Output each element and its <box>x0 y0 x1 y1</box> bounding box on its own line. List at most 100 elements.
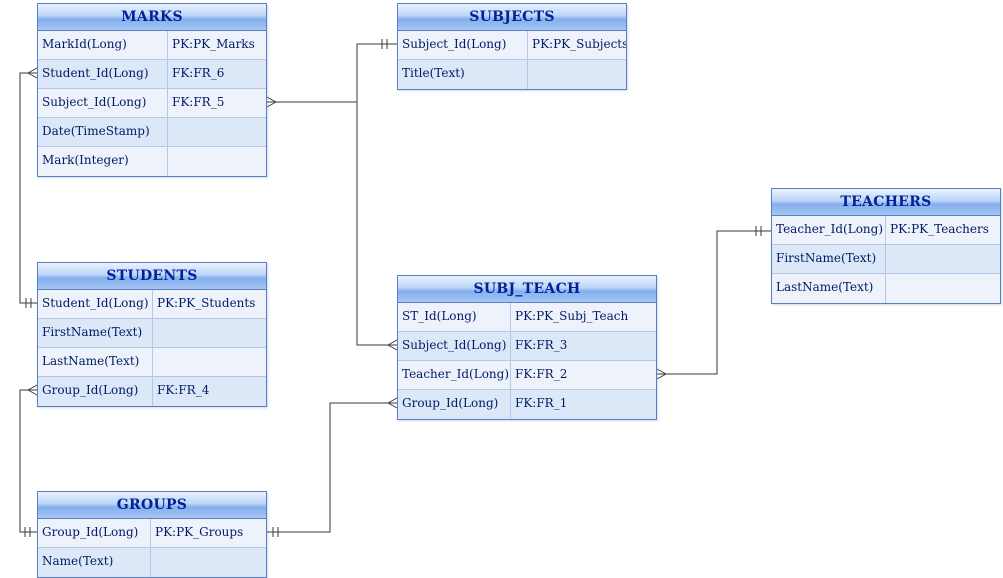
column-name: FirstName(Text) <box>772 245 886 273</box>
entity-subjects-columns: Subject_Id(Long) PK:PK_Subjects Title(Te… <box>398 31 626 89</box>
column-key <box>153 319 266 347</box>
table-row[interactable]: Subject_Id(Long) FK:FR_5 <box>38 89 266 118</box>
column-key <box>528 60 626 89</box>
column-key: PK:PK_Subjects <box>532 37 626 51</box>
many-marker-icon <box>27 384 38 396</box>
relationship-line <box>19 389 37 533</box>
one-marker-icon <box>272 527 279 537</box>
many-marker-icon <box>266 96 277 108</box>
column-key: PK:PK_Marks <box>172 37 255 51</box>
column-key: FK:FR_6 <box>172 66 225 80</box>
entity-groups-title[interactable]: GROUPS <box>38 492 266 519</box>
column-key: FK:FR_4 <box>157 383 210 397</box>
one-marker-icon <box>755 226 762 236</box>
column-name: Student_Id(Long) <box>38 290 153 318</box>
relationship-subjects-marks-subjteach[interactable] <box>266 39 398 351</box>
entity-subj-teach-columns: ST_Id(Long) PK:PK_Subj_Teach Subject_Id(… <box>398 303 656 419</box>
entity-subj-teach[interactable]: SUBJ_TEACH ST_Id(Long) PK:PK_Subj_Teach … <box>397 275 657 420</box>
entity-subj-teach-title[interactable]: SUBJ_TEACH <box>398 276 656 303</box>
relationship-groups-subjteach[interactable] <box>267 397 398 537</box>
many-marker-icon <box>387 397 398 409</box>
entity-students[interactable]: STUDENTS Student_Id(Long) PK:PK_Students… <box>37 262 267 407</box>
column-key: PK:PK_Groups <box>155 525 244 539</box>
entity-teachers-title[interactable]: TEACHERS <box>772 189 1000 216</box>
column-key <box>153 348 266 376</box>
relationship-groups-students[interactable] <box>19 384 38 537</box>
column-name: ST_Id(Long) <box>398 303 511 331</box>
column-name: Subject_Id(Long) <box>398 332 511 360</box>
table-row[interactable]: Group_Id(Long) FK:FR_4 <box>38 377 266 406</box>
column-name: Teacher_Id(Long) <box>772 216 886 244</box>
column-key: FK:FR_5 <box>172 95 225 109</box>
many-marker-icon <box>387 339 398 351</box>
entity-groups-columns: Group_Id(Long) PK:PK_Groups Name(Text) <box>38 519 266 577</box>
table-row[interactable]: Student_Id(Long) PK:PK_Students <box>38 290 266 319</box>
table-row[interactable]: LastName(Text) <box>772 274 1000 303</box>
column-name: Subject_Id(Long) <box>38 89 168 117</box>
entity-subjects[interactable]: SUBJECTS Subject_Id(Long) PK:PK_Subjects… <box>397 3 627 90</box>
table-row[interactable]: Teacher_Id(Long) PK:PK_Teachers <box>772 216 1000 245</box>
table-row[interactable]: FirstName(Text) <box>38 319 266 348</box>
table-row[interactable]: FirstName(Text) <box>772 245 1000 274</box>
entity-marks[interactable]: MARKS MarkId(Long) PK:PK_Marks Student_I… <box>37 3 267 177</box>
table-row[interactable]: Student_Id(Long) FK:FR_6 <box>38 60 266 89</box>
column-name: Group_Id(Long) <box>38 377 153 406</box>
entity-students-title[interactable]: STUDENTS <box>38 263 266 290</box>
column-key: FK:FR_1 <box>515 396 568 410</box>
relationship-line <box>657 230 771 375</box>
table-row[interactable]: Subject_Id(Long) PK:PK_Subjects <box>398 31 626 60</box>
column-name: Group_Id(Long) <box>398 390 511 419</box>
table-row[interactable]: Subject_Id(Long) FK:FR_3 <box>398 332 656 361</box>
entity-teachers[interactable]: TEACHERS Teacher_Id(Long) PK:PK_Teachers… <box>771 188 1001 304</box>
column-key <box>151 548 266 577</box>
column-key: PK:PK_Students <box>157 296 256 310</box>
column-name: Group_Id(Long) <box>38 519 151 547</box>
column-key <box>886 274 1000 303</box>
column-name: Name(Text) <box>38 548 151 577</box>
column-name: Title(Text) <box>398 60 528 89</box>
relationship-line <box>356 43 397 346</box>
entity-teachers-columns: Teacher_Id(Long) PK:PK_Teachers FirstNam… <box>772 216 1000 303</box>
one-marker-icon <box>381 39 388 49</box>
table-row[interactable]: Group_Id(Long) PK:PK_Groups <box>38 519 266 548</box>
entity-subjects-title[interactable]: SUBJECTS <box>398 4 626 31</box>
column-key <box>168 147 266 176</box>
one-marker-icon <box>25 298 32 308</box>
table-row[interactable]: Group_Id(Long) FK:FR_1 <box>398 390 656 419</box>
column-name: Date(TimeStamp) <box>38 118 168 146</box>
relationship-line <box>267 402 397 533</box>
entity-marks-title[interactable]: MARKS <box>38 4 266 31</box>
column-key <box>168 118 266 146</box>
column-name: Student_Id(Long) <box>38 60 168 88</box>
column-key: PK:PK_Teachers <box>890 222 989 236</box>
column-name: LastName(Text) <box>772 274 886 303</box>
column-key: PK:PK_Subj_Teach <box>515 309 629 323</box>
table-row[interactable]: ST_Id(Long) PK:PK_Subj_Teach <box>398 303 656 332</box>
column-name: Subject_Id(Long) <box>398 31 528 59</box>
relationship-line <box>19 72 37 304</box>
column-name: Teacher_Id(Long) <box>398 361 511 389</box>
table-row[interactable]: Date(TimeStamp) <box>38 118 266 147</box>
table-row[interactable]: LastName(Text) <box>38 348 266 377</box>
column-key <box>886 245 1000 273</box>
entity-groups[interactable]: GROUPS Group_Id(Long) PK:PK_Groups Name(… <box>37 491 267 578</box>
relationship-students-marks[interactable] <box>19 67 38 308</box>
column-name: FirstName(Text) <box>38 319 153 347</box>
many-marker-icon <box>27 67 38 79</box>
table-row[interactable]: Name(Text) <box>38 548 266 577</box>
column-name: MarkId(Long) <box>38 31 168 59</box>
relationship-teachers-subjteach[interactable] <box>656 226 771 380</box>
column-key: FK:FR_3 <box>515 338 568 352</box>
column-name: Mark(Integer) <box>38 147 168 176</box>
table-row[interactable]: Teacher_Id(Long) FK:FR_2 <box>398 361 656 390</box>
entity-students-columns: Student_Id(Long) PK:PK_Students FirstNam… <box>38 290 266 406</box>
table-row[interactable]: Title(Text) <box>398 60 626 89</box>
table-row[interactable]: MarkId(Long) PK:PK_Marks <box>38 31 266 60</box>
column-name: LastName(Text) <box>38 348 153 376</box>
many-marker-icon <box>656 368 667 380</box>
entity-marks-columns: MarkId(Long) PK:PK_Marks Student_Id(Long… <box>38 31 266 176</box>
column-key: FK:FR_2 <box>515 367 568 381</box>
table-row[interactable]: Mark(Integer) <box>38 147 266 176</box>
